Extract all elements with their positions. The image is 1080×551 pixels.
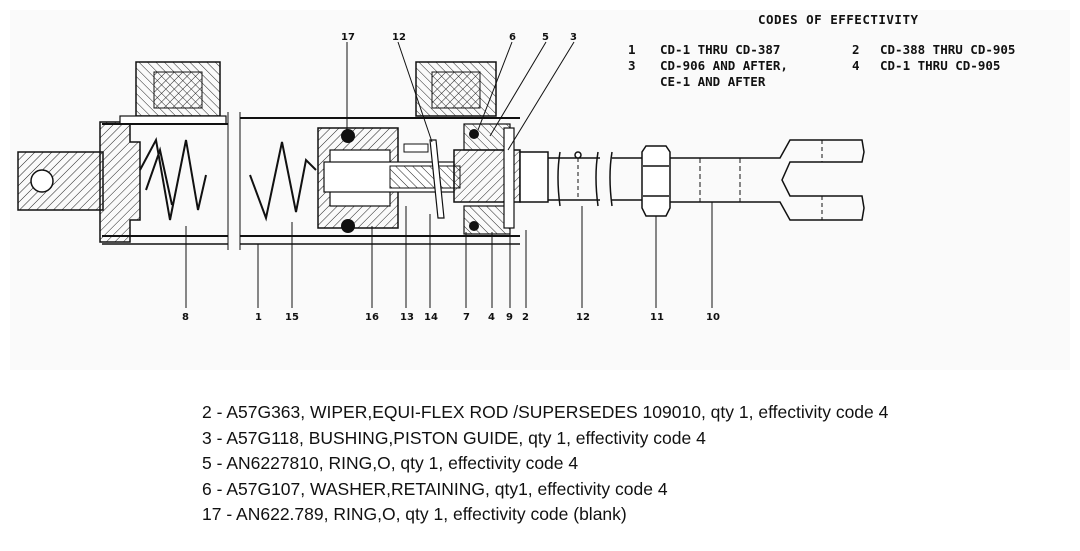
extension-rod bbox=[548, 151, 646, 207]
parts-list-item: 17 - AN622.789, RING,O, qty 1, effectivi… bbox=[202, 504, 627, 525]
callout-12-bottom: 12 bbox=[576, 312, 590, 323]
callout-5: 5 bbox=[542, 32, 549, 43]
cylinder-body bbox=[102, 112, 520, 250]
callout-13: 13 bbox=[400, 312, 414, 323]
code-3-text: CD-906 AND AFTER, bbox=[660, 58, 788, 73]
center-upper-nut bbox=[415, 61, 497, 117]
parts-list-item: 2 - A57G363, WIPER,EQUI-FLEX ROD /SUPERS… bbox=[202, 402, 889, 422]
code-4-number: 4 bbox=[852, 58, 860, 73]
callout-12-top: 12 bbox=[392, 32, 406, 43]
spring-left bbox=[139, 136, 207, 221]
assembly-drawing: 17 12 6 5 3 8 1 15 16 13 14 7 4 9 2 12 1… bbox=[17, 32, 865, 323]
callout-8: 8 bbox=[182, 312, 189, 323]
callout-3: 3 bbox=[570, 32, 577, 43]
callout-2: 2 bbox=[522, 312, 529, 323]
callout-15: 15 bbox=[285, 312, 299, 323]
callout-1: 1 bbox=[255, 312, 262, 323]
right-rod-end bbox=[641, 139, 865, 221]
callout-14: 14 bbox=[424, 312, 438, 323]
callout-10: 10 bbox=[706, 312, 720, 323]
code-4-text: CD-1 THRU CD-905 bbox=[880, 58, 1001, 73]
callout-11: 11 bbox=[650, 312, 664, 323]
left-upper-nut bbox=[119, 61, 227, 125]
callout-7: 7 bbox=[463, 312, 470, 323]
code-3-continuation: CE-1 AND AFTER bbox=[660, 74, 766, 89]
callout-17: 17 bbox=[341, 32, 355, 43]
callout-numbers: 17 12 6 5 3 8 1 15 16 13 14 7 4 9 2 12 1… bbox=[182, 32, 720, 323]
code-1-text: CD-1 THRU CD-387 bbox=[660, 42, 781, 57]
callout-16: 16 bbox=[365, 312, 379, 323]
parts-list-item: 6 - A57G107, WASHER,RETAINING, qty1, eff… bbox=[202, 478, 668, 499]
leader-lines bbox=[185, 41, 713, 308]
code-2-number: 2 bbox=[852, 42, 860, 57]
codes-title: CODES OF EFFECTIVITY bbox=[758, 12, 919, 27]
spring-right bbox=[249, 141, 317, 222]
parts-list-item: 3 - A57G118, BUSHING,PISTON GUIDE, qty 1… bbox=[202, 427, 706, 448]
code-1-number: 1 bbox=[628, 42, 636, 57]
piston-assembly bbox=[317, 127, 461, 233]
code-3-number: 3 bbox=[628, 58, 636, 73]
callout-9: 9 bbox=[506, 312, 513, 323]
parts-list: 2 - A57G363, WIPER,EQUI-FLEX ROD /SUPERS… bbox=[202, 400, 888, 528]
left-rod-end bbox=[17, 121, 141, 243]
parts-list-item: 5 - AN6227810, RING,O, qty 1, effectivit… bbox=[202, 453, 579, 474]
code-2-text: CD-388 THRU CD-905 bbox=[880, 42, 1016, 57]
rod-gland bbox=[453, 123, 549, 235]
callout-4: 4 bbox=[488, 312, 495, 323]
callout-6: 6 bbox=[509, 32, 516, 43]
